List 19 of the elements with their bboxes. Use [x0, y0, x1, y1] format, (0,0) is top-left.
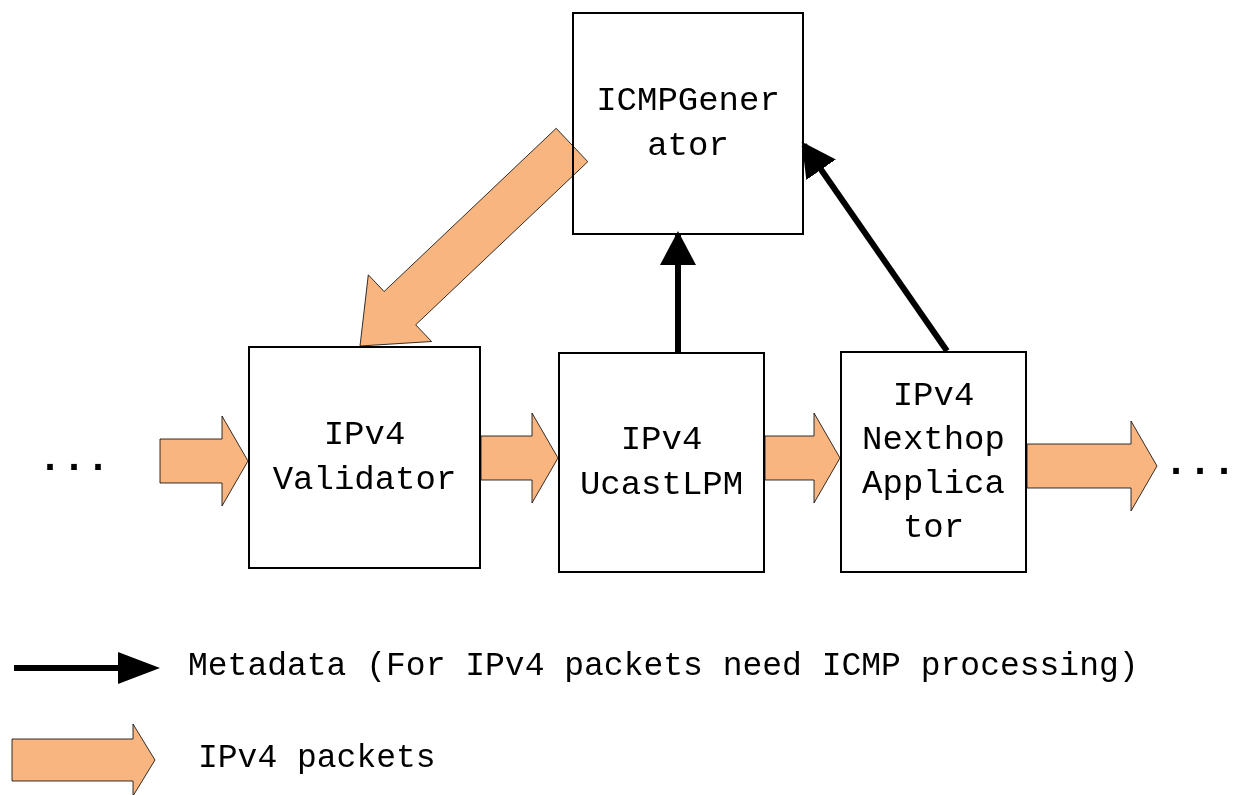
box-label: IPv4 UcastLPM — [578, 420, 745, 506]
box-label: ICMPGener ator — [595, 81, 781, 167]
ellipsis: ... — [1164, 444, 1236, 484]
block-arrow — [1026, 420, 1158, 512]
process-box — [572, 12, 804, 235]
process-box — [248, 346, 481, 569]
box-label: IPv4 Validator — [271, 415, 458, 501]
process-box — [840, 351, 1027, 573]
block-arrow — [480, 412, 559, 504]
legend-label: Metadata (For IPv4 packets need ICMP processing) — [188, 650, 1139, 683]
arrow — [801, 141, 950, 353]
process-box — [558, 352, 765, 573]
block-arrow — [159, 415, 249, 507]
legend-label: IPv4 packets — [198, 742, 436, 775]
block-arrow — [359, 127, 589, 347]
block-arrow — [764, 412, 841, 504]
ellipsis: ... — [38, 440, 110, 480]
box-label: IPv4 Nexthop Applica tor — [861, 375, 1006, 550]
arrow — [660, 231, 696, 352]
